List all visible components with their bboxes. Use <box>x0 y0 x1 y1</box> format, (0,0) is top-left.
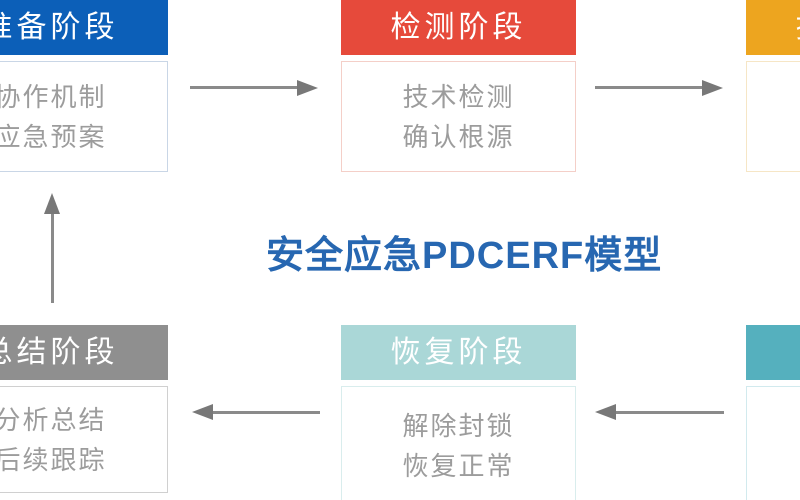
stage-item: 技术检测 <box>402 81 515 112</box>
stage-recover-header: 恢复阶段 <box>341 325 576 380</box>
stage-detect: 检测阶段 技术检测 确认根源 <box>341 0 576 172</box>
stage-prepare-body: 协作机制 应急预案 <box>0 61 168 172</box>
stage-item: 分析总结 <box>0 404 107 435</box>
stage-recover-body: 解除封锁 恢复正常 <box>341 386 576 500</box>
stage-prepare: 准备阶段 协作机制 应急预案 <box>0 0 168 172</box>
stage-contain: 抑制阶段 <box>746 0 800 172</box>
stage-contain-header: 抑制阶段 <box>746 0 800 55</box>
stage-recover: 恢复阶段 解除封锁 恢复正常 <box>341 325 576 500</box>
stage-eradicate-body <box>746 386 800 500</box>
stage-detect-body: 技术检测 确认根源 <box>341 61 576 172</box>
stage-item: 协作机制 <box>0 81 107 112</box>
stage-eradicate <box>746 325 800 500</box>
stage-item: 恢复正常 <box>402 450 515 481</box>
stage-eradicate-header <box>746 325 800 380</box>
diagram-title: 安全应急PDCERF模型 <box>266 235 663 277</box>
stage-contain-body <box>746 61 800 172</box>
stage-item: 后续跟踪 <box>0 444 107 475</box>
stage-detect-header: 检测阶段 <box>341 0 576 55</box>
stage-item: 应急预案 <box>0 121 107 152</box>
stage-item: 确认根源 <box>402 121 515 152</box>
stage-summary-header: 总结阶段 <box>0 325 168 380</box>
stage-item: 解除封锁 <box>402 410 515 441</box>
stage-summary-body: 分析总结 后续跟踪 <box>0 386 168 493</box>
stage-summary: 总结阶段 分析总结 后续跟踪 <box>0 325 168 493</box>
stage-prepare-header: 准备阶段 <box>0 0 168 55</box>
